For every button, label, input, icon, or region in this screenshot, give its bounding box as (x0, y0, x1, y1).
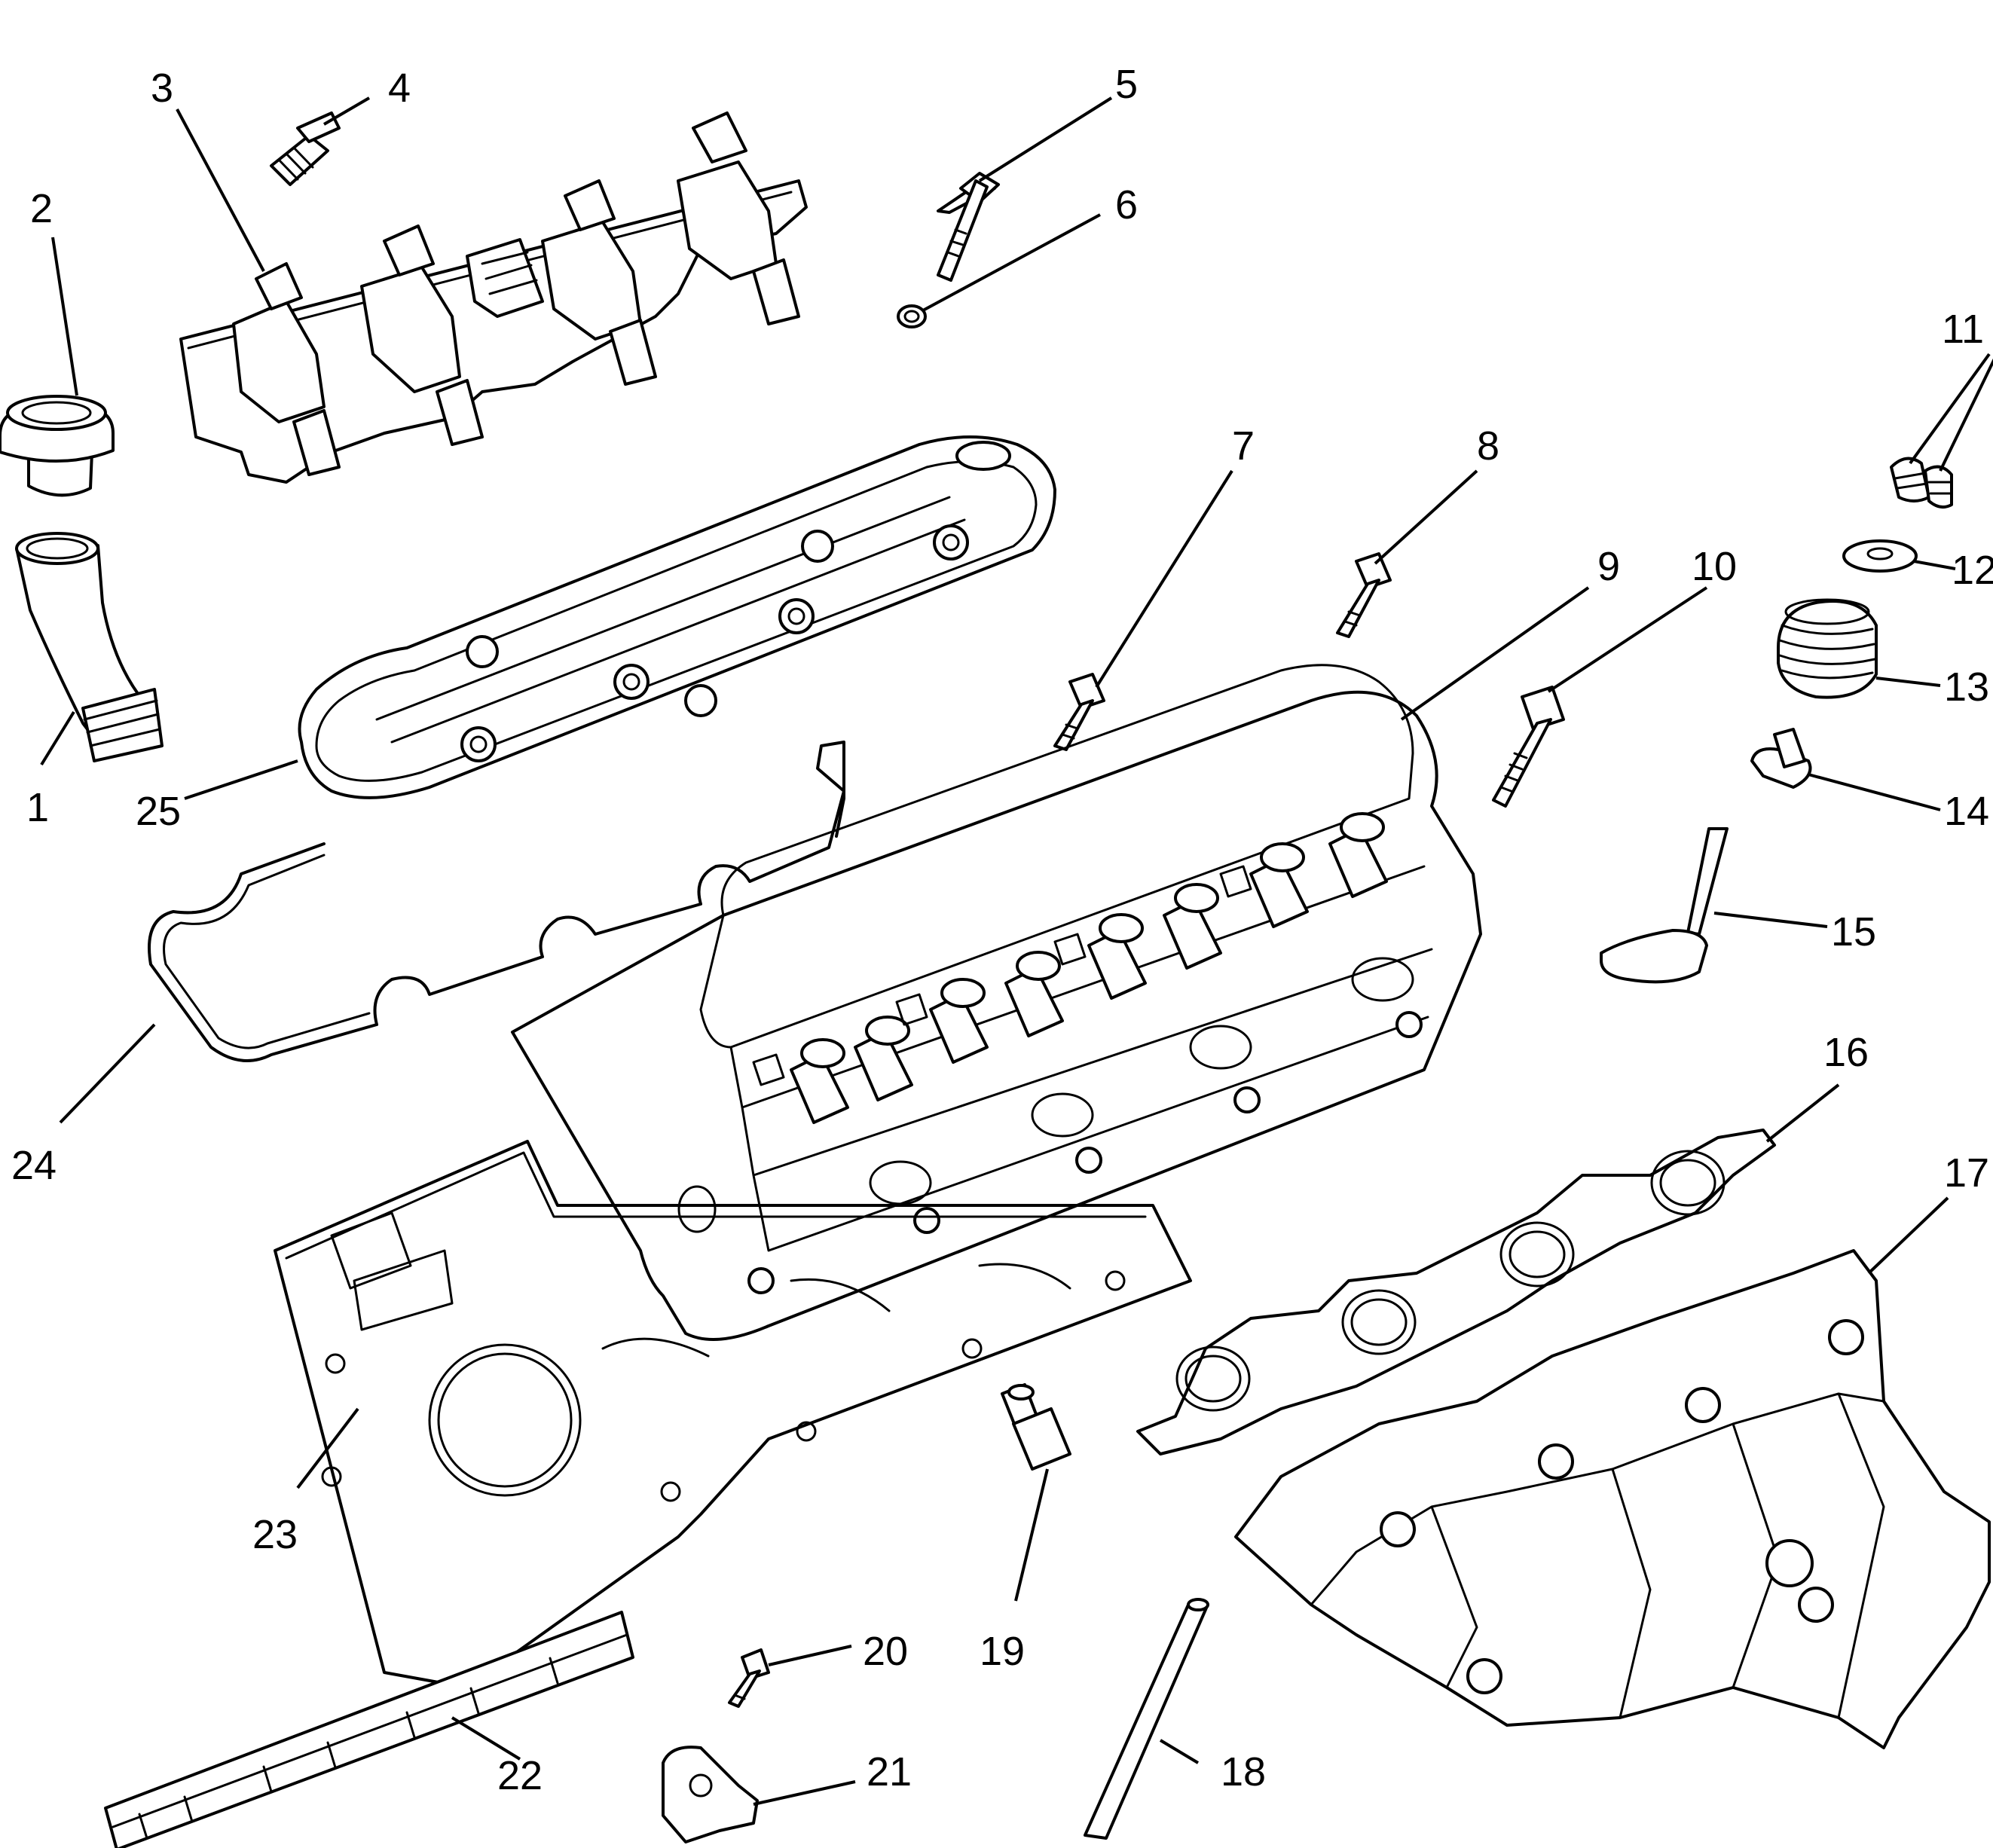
callout-25: 25 (136, 789, 181, 834)
leader-5 (978, 96, 1113, 182)
leader-4 (322, 96, 371, 126)
leader-22 (451, 1716, 521, 1761)
valve-cover (298, 435, 1056, 799)
callout-9: 9 (1597, 544, 1620, 589)
leader-11b (1939, 358, 1993, 472)
leader-21 (753, 1780, 856, 1806)
leader-lines (40, 96, 1993, 1806)
bolt-7 (1053, 673, 1105, 751)
oil-fill-tube (15, 532, 164, 762)
temperature-sensor (1001, 1383, 1071, 1471)
callout-12: 12 (1952, 548, 1993, 593)
leader-3 (176, 108, 265, 272)
callout-10: 10 (1692, 544, 1737, 589)
callout-23: 23 (252, 1512, 298, 1557)
rocker-arm (662, 1746, 759, 1843)
leader-19 (1014, 1468, 1049, 1602)
callout-24: 24 (11, 1143, 57, 1188)
long-bolt (937, 172, 1000, 282)
head-bolt (1492, 686, 1565, 808)
callout-20: 20 (863, 1629, 908, 1674)
callout-labels: 1 2 3 4 5 6 7 8 9 10 11 12 13 14 15 16 1… (11, 62, 1993, 1798)
coil-bolt (270, 111, 341, 186)
leader-11a (1909, 353, 1991, 465)
leader-8 (1374, 469, 1478, 565)
callout-19: 19 (980, 1629, 1025, 1674)
callout-15: 15 (1831, 909, 1876, 955)
valve-cover-gasket (148, 741, 845, 1062)
leader-23 (296, 1407, 359, 1489)
leader-2 (51, 237, 78, 396)
callout-3: 3 (151, 66, 173, 111)
leader-10 (1547, 586, 1708, 693)
exhaust-manifold (1234, 1249, 1991, 1749)
callout-21: 21 (867, 1749, 912, 1795)
callout-13: 13 (1944, 664, 1989, 710)
callout-1: 1 (26, 785, 49, 830)
leader-9 (1400, 586, 1590, 721)
leader-6 (922, 213, 1101, 312)
callout-7: 7 (1232, 423, 1255, 469)
exhaust-manifold-gasket (1136, 1129, 1776, 1455)
valve-keepers (1890, 457, 1953, 509)
leader-18 (1159, 1739, 1200, 1764)
callout-18: 18 (1221, 1749, 1266, 1795)
valve (1600, 827, 1729, 984)
leader-20 (768, 1645, 852, 1666)
rocker-bolt (728, 1648, 770, 1708)
leader-1 (40, 710, 75, 766)
valve-spring-retainer (1842, 539, 1918, 573)
valve-spring (1777, 598, 1878, 699)
leader-13 (1875, 677, 1941, 687)
callout-6: 6 (1115, 182, 1138, 228)
callout-16: 16 (1823, 1030, 1869, 1075)
leader-7 (1095, 469, 1233, 689)
oil-fill-cap (0, 395, 115, 497)
ignition-coil-assembly (179, 111, 808, 484)
rocker-support (104, 1611, 634, 1848)
callout-17: 17 (1944, 1150, 1989, 1196)
leader-12 (1913, 560, 1956, 570)
callout-11: 11 (1942, 307, 1984, 352)
leader-16 (1765, 1083, 1840, 1143)
callout-4: 4 (388, 66, 411, 111)
leader-15 (1713, 912, 1828, 928)
callout-5: 5 (1115, 62, 1138, 107)
pushrod (1084, 1598, 1209, 1840)
washer-seal (897, 304, 927, 328)
leader-14 (1808, 773, 1941, 811)
valve-stem-seal (1750, 728, 1812, 789)
callout-14: 14 (1944, 789, 1989, 834)
cylinder-head (511, 664, 1482, 1341)
bolt-8 (1336, 552, 1392, 638)
leader-17 (1867, 1196, 1949, 1275)
leader-25 (184, 759, 298, 800)
callout-22: 22 (497, 1753, 543, 1798)
leader-24 (59, 1023, 156, 1124)
callout-2: 2 (30, 186, 53, 231)
callout-8: 8 (1477, 423, 1499, 469)
